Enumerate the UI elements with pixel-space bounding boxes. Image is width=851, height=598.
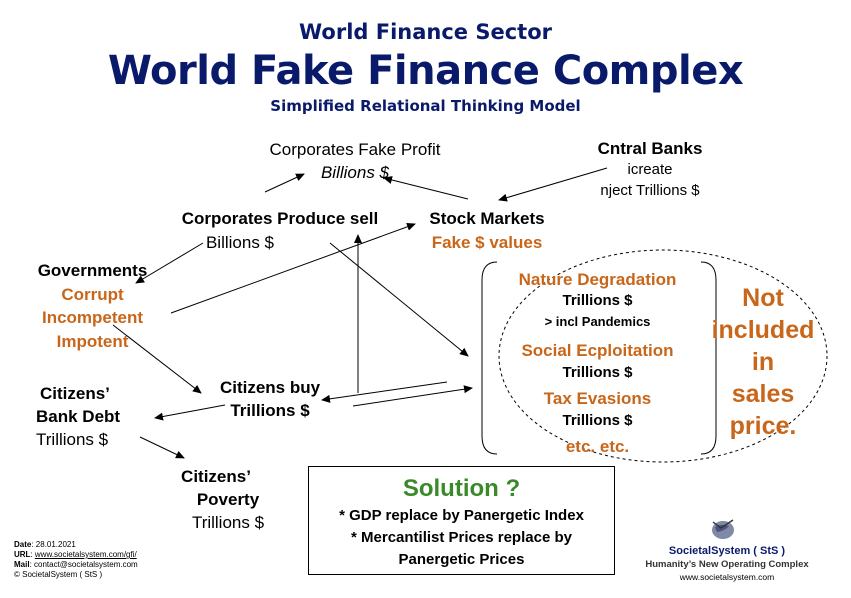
externality-title: Nature Degradation (518, 270, 677, 289)
node-citizens-buy: Citizens buy Trillions $ (200, 376, 340, 422)
externality-etc: etc. etc. (565, 437, 630, 456)
externality-note: > incl Pandemics (544, 314, 651, 329)
footer-mail: Mail: contact@societalsystem.com (14, 560, 138, 569)
node-corporates-produce: Corporates Produce sell Billions $ (160, 207, 400, 255)
externality-value: Trillions $ (562, 364, 633, 381)
externality-tax: Tax Evasions Trillions $ (495, 388, 700, 432)
arrow-central-to-stock (498, 167, 608, 202)
node-line1: Citizens’ (181, 467, 251, 486)
node-title: Citizens buy (219, 378, 321, 397)
node-value: Trillions $ (191, 513, 265, 532)
brand-tagline: Humanity’s New Operating Complex (645, 559, 809, 570)
node-line2: Incompetent (41, 308, 144, 327)
externalities-bracket (481, 261, 717, 455)
footer-info: Date: 28.01.2021 URL: www.societalsystem… (14, 540, 138, 580)
arrow-governments-to-stock (170, 222, 416, 314)
arrow-stock-to-profit (383, 176, 469, 200)
node-value: Fake $ values (431, 233, 543, 252)
footer-url[interactable]: URL: www.societalsystem.com/gfi/ (14, 550, 137, 559)
arrow-produce-to-externalities (329, 242, 469, 357)
brand-name: SocietalSystem ( StS ) (668, 545, 786, 557)
externality-title: Social Ecploitation (521, 341, 674, 360)
solution-title: Solution ? (402, 475, 521, 502)
footer-date: Date: 28.01.2021 (14, 540, 76, 549)
node-value: Trillions $ (36, 430, 109, 449)
node-title: Corporates Fake Profit (269, 140, 441, 159)
node-line2: Poverty (196, 490, 260, 509)
externality-value: Trillions $ (562, 292, 633, 309)
node-corporates-profit: Corporates Fake Profit Billions $ (230, 138, 480, 184)
not-included-oval (498, 249, 828, 463)
not-included-line: included (711, 316, 815, 344)
node-title: Governments (37, 261, 148, 280)
brand-url[interactable]: www.societalsystem.com (679, 572, 775, 582)
node-line1: icreate (627, 161, 673, 178)
node-line2: Bank Debt (36, 407, 121, 426)
not-included-line: Not (742, 284, 784, 312)
node-title: Cntral Banks (597, 139, 703, 158)
arrow-externalities-to-buy (321, 381, 448, 403)
not-included-line: sales (731, 380, 795, 408)
not-included-note: Not included in sales price. (700, 282, 826, 442)
node-value: Billions $ (205, 233, 275, 252)
globe-logo-icon (707, 517, 739, 546)
node-governments: Governments Corrupt Incompetent Impotent (20, 259, 165, 353)
arrow-buy-to-debt (154, 404, 226, 421)
externality-title: Tax Evasions (543, 389, 652, 408)
footer-copyright: © SocietalSystem ( StS ) (14, 570, 103, 579)
solution-line: * GDP replace by Panergetic Index (339, 507, 584, 524)
node-title: Stock Markets (429, 209, 545, 228)
externality-nature: Nature Degradation Trillions $ > incl Pa… (495, 269, 700, 332)
node-value: Trillions $ (230, 401, 310, 420)
node-line1: Corrupt (61, 284, 124, 304)
main-title: World Fake Finance Complex (107, 48, 744, 94)
super-title: World Finance Sector (299, 20, 552, 44)
arrow-buy-to-externalities (352, 385, 473, 407)
node-title: Corporates Produce sell (181, 209, 379, 228)
subtitle: Simplified Relational Thinking Model (270, 97, 581, 115)
node-stock-markets: Stock Markets Fake $ values (412, 207, 562, 255)
solution-line: Panergetic Prices (398, 551, 525, 568)
solution-line: * Mercantilist Prices replace by (351, 529, 572, 546)
node-citizens-debt: Citizens’ Bank Debt Trillions $ (36, 382, 156, 451)
node-line2: nject Trillions $ (600, 182, 700, 199)
externality-value: Trillions $ (562, 412, 633, 429)
arrow-debt-to-poverty (139, 436, 185, 459)
brand-block: SocietalSystem ( StS ) Humanity’s New Op… (622, 545, 832, 584)
node-line1: Citizens’ (40, 384, 110, 403)
externality-social: Social Ecploitation Trillions $ (495, 340, 700, 384)
solution-box: Solution ? * GDP replace by Panergetic I… (308, 466, 615, 575)
not-included-line: in (751, 348, 775, 376)
node-line3: Impotent (56, 331, 129, 351)
arrow-produce-to-governments (135, 242, 204, 284)
not-included-line: price. (729, 412, 797, 440)
arrow-governments-to-buy (112, 324, 202, 394)
node-citizens-poverty: Citizens’ Poverty Trillions $ (168, 465, 288, 534)
arrow-produce-to-profit (264, 173, 305, 193)
node-central-banks: Cntral Banks icreate nject Trillions $ (555, 138, 745, 201)
node-value: Billions $ (320, 163, 390, 182)
